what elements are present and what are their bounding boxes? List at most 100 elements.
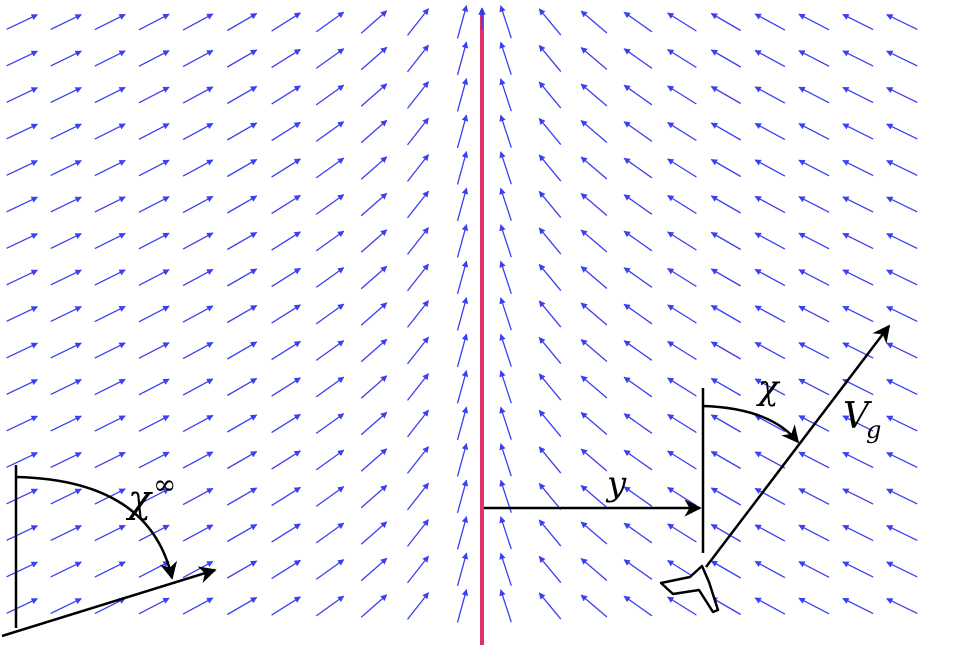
field-arrow: [886, 269, 918, 286]
field-arrow: [580, 412, 608, 435]
field-arrow: [886, 415, 918, 432]
field-arrow: [538, 300, 562, 328]
field-arrow: [798, 488, 830, 505]
field-arrow: [667, 596, 697, 616]
field-arrow: [710, 377, 742, 397]
field-arrow: [315, 157, 345, 179]
field-arrow: [271, 194, 301, 215]
field-arrow: [499, 443, 512, 477]
field-arrow: [886, 50, 918, 67]
field-arrow: [580, 339, 608, 362]
field-arrow: [6, 160, 38, 176]
field-arrow: [580, 302, 608, 326]
field-arrow: [842, 13, 874, 31]
field-arrow: [886, 196, 918, 213]
field-arrow: [456, 406, 469, 441]
field-arrow: [360, 557, 388, 582]
field-arrow: [754, 159, 786, 177]
field-arrow: [842, 488, 874, 505]
field-arrow: [182, 232, 214, 250]
field-arrow: [271, 450, 301, 470]
field-arrow: [271, 121, 301, 142]
field-arrow: [667, 267, 697, 288]
field-arrow: [226, 268, 258, 287]
field-arrow: [710, 560, 742, 579]
field-arrow: [623, 449, 653, 471]
field-arrow: [842, 342, 874, 359]
field-arrow: [406, 519, 430, 547]
field-arrow: [710, 487, 742, 506]
field-arrow: [226, 304, 258, 324]
field-arrow: [226, 341, 258, 360]
field-arrow: [667, 340, 697, 361]
field-arrow: [138, 86, 170, 104]
field-arrow: [50, 160, 82, 176]
field-arrow: [271, 523, 301, 543]
field-arrow: [360, 83, 388, 107]
field-arrow: [94, 13, 126, 31]
field-arrow: [623, 376, 653, 398]
field-arrow: [271, 12, 301, 32]
field-arrow: [886, 525, 918, 541]
field-arrow: [842, 561, 874, 578]
field-arrow: [138, 123, 170, 140]
field-arrow: [456, 114, 469, 149]
field-arrow: [406, 336, 430, 365]
field-arrow: [623, 486, 653, 507]
field-arrow: [798, 123, 830, 140]
field-arrow: [580, 10, 608, 34]
field-arrow: [886, 452, 918, 468]
field-arrow: [50, 50, 82, 67]
field-arrow: [754, 524, 786, 542]
field-arrow: [499, 406, 512, 440]
field-arrow: [182, 414, 214, 433]
field-arrow: [226, 85, 258, 105]
field-arrow: [667, 413, 697, 434]
field-arrow: [623, 84, 653, 106]
field-arrow: [94, 378, 126, 396]
field-arrow: [315, 486, 345, 507]
field-arrow: [182, 13, 214, 31]
field-arrow: [182, 305, 214, 323]
field-arrow: [138, 196, 170, 213]
field-arrow: [6, 598, 38, 614]
field-arrow: [182, 597, 214, 615]
field-arrow: [50, 379, 82, 395]
field-arrow: [315, 449, 345, 471]
field-arrow: [182, 122, 214, 141]
field-arrow: [754, 414, 786, 433]
field-arrow: [50, 14, 82, 30]
field-arrow: [50, 87, 82, 103]
chi-label: χ: [756, 368, 781, 408]
field-arrow: [406, 117, 430, 146]
field-arrow: [94, 415, 126, 432]
field-arrow: [842, 123, 874, 140]
field-arrow: [138, 159, 170, 177]
field-arrow: [798, 13, 830, 31]
field-arrow: [754, 451, 786, 469]
field-arrow: [360, 594, 388, 618]
field-arrow: [6, 269, 38, 286]
field-arrow: [623, 48, 653, 69]
field-arrow: [226, 487, 258, 506]
field-arrow: [798, 342, 830, 359]
field-arrow: [499, 151, 512, 185]
field-arrow: [271, 596, 301, 616]
field-arrow: [138, 342, 170, 359]
field-arrow: [538, 44, 562, 73]
field-arrow: [406, 409, 430, 438]
field-arrow: [842, 305, 874, 323]
field-arrow: [6, 123, 38, 140]
field-arrow: [360, 375, 388, 399]
field-arrow: [667, 12, 697, 32]
chi-infinity-arc: [15, 475, 178, 580]
field-arrow: [456, 515, 469, 550]
field-arrow: [315, 121, 345, 142]
field-arrow: [226, 122, 258, 141]
field-arrow: [842, 415, 874, 432]
field-arrow: [271, 158, 301, 178]
field-arrow: [226, 450, 258, 470]
field-arrow: [754, 86, 786, 104]
field-arrow: [6, 452, 38, 468]
field-arrow: [842, 597, 874, 615]
